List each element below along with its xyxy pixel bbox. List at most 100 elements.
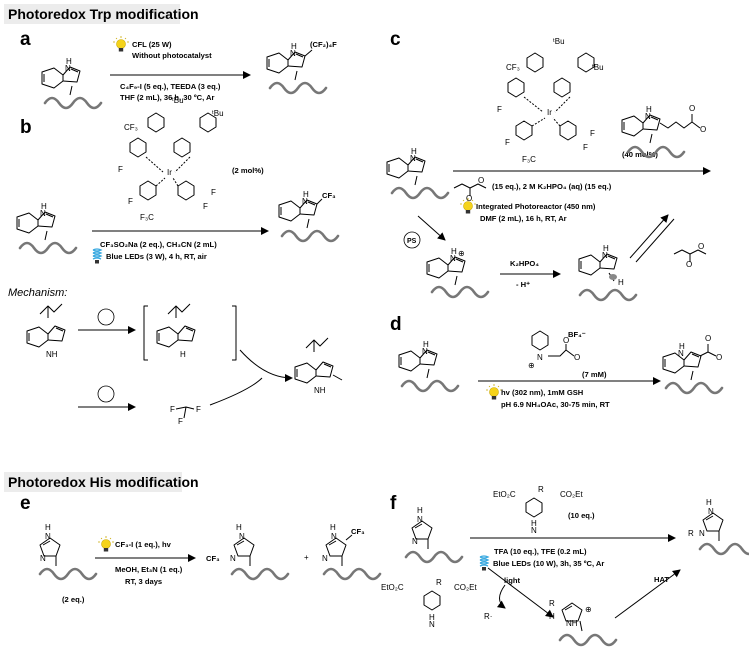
mech-radical-cation: H — [156, 303, 196, 359]
svg-text:H: H — [603, 244, 609, 253]
panel-c-catalyst: Ir ᵗBu ᵗBu CF₃ F F F F F₃C — [497, 37, 604, 164]
svg-text:R: R — [538, 485, 544, 494]
svg-text:F: F — [118, 165, 123, 174]
svg-text:CF₃: CF₃ — [124, 123, 138, 132]
svg-text:N: N — [322, 554, 328, 563]
cf3-radical: F F F — [170, 405, 201, 426]
svg-text:O: O — [478, 176, 484, 185]
panel-d-counterion: BF₄⁻ — [568, 330, 586, 339]
svg-text:NH: NH — [566, 619, 578, 628]
svg-text:H: H — [706, 498, 712, 507]
svg-text:F: F — [583, 143, 588, 152]
trp-header-bg — [4, 4, 180, 24]
svg-text:N: N — [417, 515, 423, 524]
panel-f-hat: HAT — [654, 575, 669, 584]
svg-text:H: H — [41, 202, 47, 211]
svg-text:H: H — [531, 519, 537, 528]
svg-text:R: R — [436, 578, 442, 587]
svg-text:H: H — [679, 342, 685, 351]
svg-text:N: N — [45, 532, 51, 541]
svg-text:O: O — [563, 336, 569, 345]
svg-text:N: N — [331, 532, 337, 541]
svg-text:H: H — [303, 190, 309, 199]
hantzsch-ester-bottom: R EtO₂C CO₂Et H N — [381, 578, 477, 629]
panel-label-e: e — [20, 493, 31, 514]
acrylate-reagent-c: O O — [453, 176, 487, 203]
panel-a-cond2: Without photocatalyst — [132, 51, 212, 60]
panel-f-cond1: TFA (10 eq.), TFE (0.2 mL) — [494, 547, 587, 556]
svg-text:O: O — [686, 260, 692, 269]
panel-f-r-release-arrow — [496, 584, 506, 609]
svg-text:O: O — [716, 353, 722, 362]
panel-c-reactant: H N — [386, 147, 450, 200]
svg-text:O: O — [705, 334, 711, 343]
panel-f-light: light — [504, 576, 520, 585]
svg-text:N: N — [65, 64, 71, 73]
panel-f-intermediate: R H NH ⊕ — [549, 599, 618, 647]
mech-product: NH — [294, 337, 343, 395]
svg-text:NH: NH — [314, 386, 326, 395]
panel-a-product: H N (CF₂)₄F — [266, 40, 337, 95]
svg-text:⊕: ⊕ — [458, 249, 465, 258]
svg-text:ᵗBu: ᵗBu — [172, 96, 184, 105]
panel-f-reactant: H N N — [404, 506, 464, 564]
panel-e-cond1: CF₃-I (1 eq.), hv — [115, 540, 172, 549]
panel-a-cond3: C₄F₉-I (5 eq.), TEEDA (3 eq.) — [120, 82, 221, 91]
svg-text:H: H — [429, 613, 435, 622]
svg-text:R: R — [549, 599, 555, 608]
svg-text:N: N — [239, 532, 245, 541]
svg-text:H: H — [618, 278, 624, 287]
svg-text:N: N — [302, 197, 308, 206]
svg-text:F: F — [211, 188, 216, 197]
ps-circle-2 — [97, 385, 115, 403]
svg-text:F: F — [505, 138, 510, 147]
svg-text:O: O — [700, 125, 706, 134]
panel-c-addition-arrow — [629, 214, 669, 259]
svg-text:F: F — [590, 129, 595, 138]
svg-text:EtO₂C: EtO₂C — [381, 583, 404, 592]
panel-f-r-radical: R· — [484, 612, 492, 621]
radical-lobe — [609, 274, 617, 280]
panel-f-light-arrow — [487, 567, 554, 618]
svg-text:N: N — [40, 554, 46, 563]
svg-text:N: N — [450, 254, 456, 263]
panel-b-cond1: CF₃SO₂Na (2 eq.), CH₃CN (2 mL) — [100, 240, 217, 249]
panel-e-product-group-2: CF₃ — [351, 527, 365, 536]
panel-e-product-group-1: CF₃ — [206, 554, 220, 563]
mech-trp: NH — [26, 303, 66, 359]
svg-text:N: N — [645, 112, 651, 121]
bulb-icon-d — [485, 383, 503, 400]
panel-d-reactant: H N — [398, 340, 460, 393]
svg-text:F: F — [128, 197, 133, 206]
panel-c-cond3: DMF (2 mL), 16 h, RT, Ar — [480, 214, 567, 223]
panel-c-catalyst-amount: (40 mol%) — [622, 150, 658, 159]
svg-text:H: H — [549, 612, 555, 621]
panel-label-f: f — [390, 493, 397, 514]
svg-text:N: N — [537, 353, 543, 362]
trp-header: Photoredox Trp modification — [8, 6, 199, 22]
svg-text:H: H — [423, 340, 429, 349]
svg-text:H: H — [330, 523, 336, 532]
svg-text:N: N — [410, 154, 416, 163]
svg-text:ᵗBu: ᵗBu — [212, 109, 224, 118]
bulb-icon-e — [97, 535, 115, 552]
svg-text:N: N — [678, 349, 684, 358]
svg-text:O: O — [466, 194, 472, 203]
svg-text:F: F — [497, 105, 502, 114]
svg-text:H: H — [411, 147, 417, 156]
svg-text:CO₂Et: CO₂Et — [560, 490, 583, 499]
panel-e-product-2: H N N CF₃ — [322, 523, 382, 581]
svg-text:R: R — [688, 529, 694, 538]
panel-c-cond1: (15 eq.), 2 M K₂HPO₄ (aq) (15 eq.) — [492, 182, 612, 191]
mech-combine-arrow-top — [239, 349, 293, 382]
ir-center: Ir — [167, 168, 172, 177]
svg-text:H: H — [236, 523, 242, 532]
svg-text:ᵗBu: ᵗBu — [553, 37, 565, 46]
svg-text:PS: PS — [407, 238, 417, 245]
panel-c-cond2: Integrated Photoreactor (450 nm) — [476, 202, 596, 211]
panel-label-b: b — [20, 117, 32, 138]
panel-f-cond2: Blue LEDs (10 W), 3h, 35 ºC, Ar — [493, 559, 604, 568]
panel-b-catalyst-amount: (2 mol%) — [232, 166, 264, 175]
svg-text:N: N — [230, 554, 236, 563]
panel-c-arrow-down — [417, 215, 446, 241]
